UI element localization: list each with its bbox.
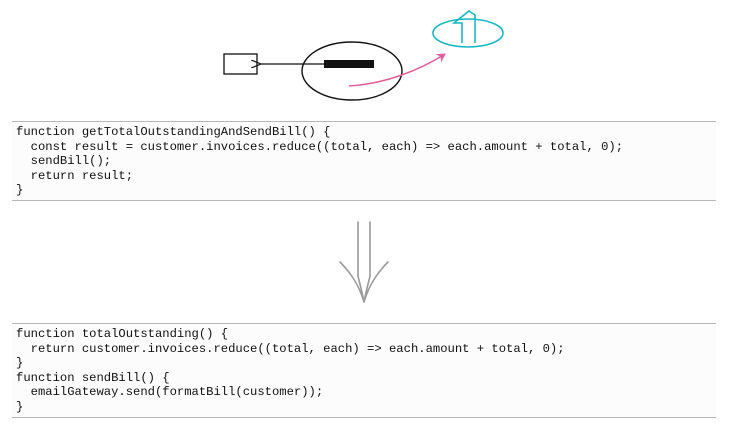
teal-loop-arrow-icon (432, 10, 504, 48)
code-line: sendBill(); (16, 154, 112, 168)
black-bar-icon (324, 60, 374, 68)
code-line: const result = customer.invoices.reduce(… (16, 139, 624, 154)
code-line: emailGateway.send(formatBill(customer)); (16, 385, 324, 399)
after-code-block: function totalOutstanding() { return cus… (12, 323, 716, 418)
code-line: } (16, 183, 24, 197)
code-line: return result; (16, 168, 134, 183)
large-ellipse-icon (301, 41, 403, 101)
code-line: function totalOutstanding() { (16, 327, 229, 341)
before-code-block: function getTotalOutstandingAndSendBill(… (12, 121, 716, 201)
illustration-canvas (223, 10, 504, 101)
code-line: return customer.invoices.reduce((total, … (16, 341, 565, 356)
small-rectangle-icon (223, 53, 258, 75)
refactoring-illustration (0, 0, 729, 110)
code-line: } (16, 399, 24, 414)
code-line: function getTotalOutstandingAndSendBill(… (16, 125, 331, 139)
code-line: } (16, 356, 24, 370)
pink-curved-arrow-icon (348, 53, 446, 87)
code-line: function sendBill() { (16, 370, 170, 385)
double-down-arrow-icon (332, 218, 396, 306)
